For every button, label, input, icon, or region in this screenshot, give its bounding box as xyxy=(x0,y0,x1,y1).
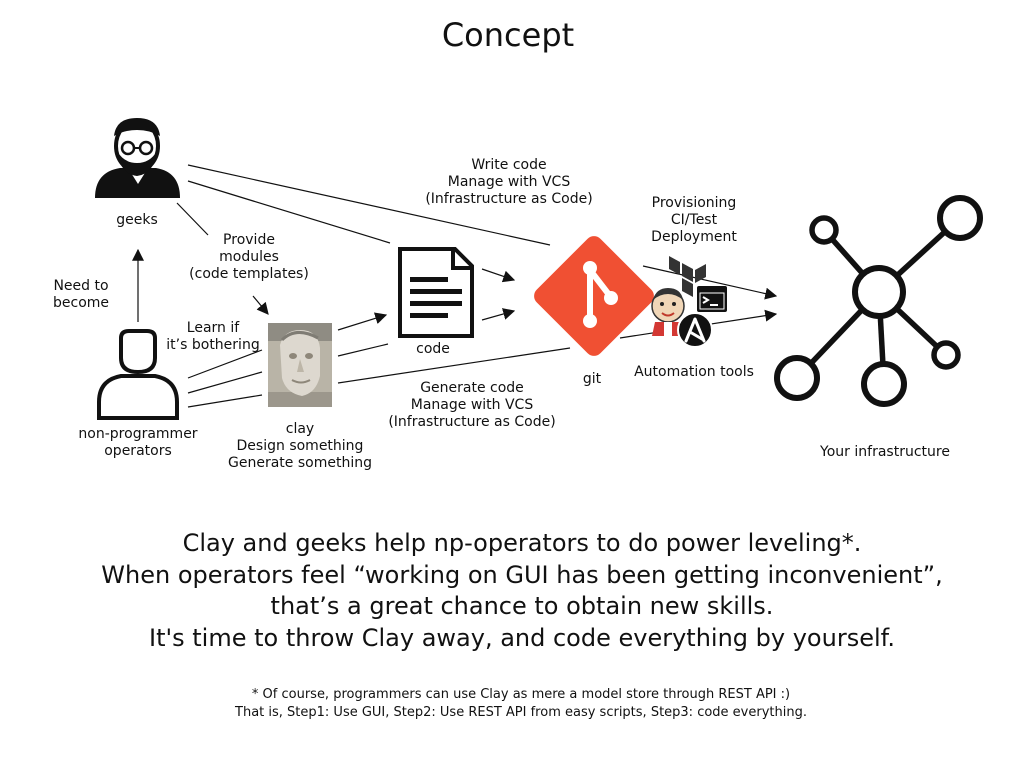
edge-write-code-label: Write code Manage with VCS (Infrastructu… xyxy=(425,157,592,208)
edge-geeks-to-clay-tail xyxy=(252,295,269,315)
write-line-3: (Infrastructure as Code) xyxy=(425,191,593,207)
node-operators-label: non-programmer operators xyxy=(78,426,197,460)
provisioning-line-3: Deployment xyxy=(651,229,737,245)
message-line-2: When operators feel “working on GUI has … xyxy=(101,560,943,589)
main-message: Clay and geeks help np-operators to do p… xyxy=(101,528,942,654)
terraform-icon xyxy=(669,256,706,297)
learn-line-1: Learn if xyxy=(186,320,240,336)
node-automation-label: Automation tools xyxy=(634,364,754,380)
operators-line-1: non-programmer xyxy=(78,426,198,442)
provisioning-line-2: CI/Test xyxy=(670,212,718,228)
generate-line-3: (Infrastructure as Code) xyxy=(388,414,556,430)
clay-line-2: Design something xyxy=(236,438,364,454)
edge-clay-to-code-1 xyxy=(337,312,388,331)
edge-generate-code-label: Generate code Manage with VCS (Infrastru… xyxy=(388,380,555,431)
operators-line-2: operators xyxy=(104,443,172,459)
provide-line-2: modules xyxy=(219,249,279,265)
edge-clay-to-code-2 xyxy=(337,343,389,357)
edge-geeks-to-git xyxy=(187,164,551,246)
edge-code-to-git-1 xyxy=(481,268,516,283)
terminal-icon xyxy=(697,286,727,312)
clay-photo xyxy=(268,323,332,407)
person-icon xyxy=(97,329,179,420)
document-icon xyxy=(398,247,474,338)
edge-need-to-become-label: Need to become xyxy=(53,278,109,312)
footnote-line-2: That is, Step1: Use GUI, Step2: Use REST… xyxy=(235,705,807,720)
edge-operators-to-clay-2 xyxy=(187,371,263,394)
generate-line-2: Manage with VCS xyxy=(410,397,534,413)
provisioning-line-1: Provisioning xyxy=(651,195,737,211)
message-line-4: It's time to throw Clay away, and code e… xyxy=(149,623,895,652)
write-line-2: Manage with VCS xyxy=(447,174,571,190)
edge-operators-to-clay-1 xyxy=(187,349,263,379)
need-line-2: become xyxy=(52,295,110,311)
edge-operators-to-git xyxy=(187,394,263,408)
edge-geeks-to-clay xyxy=(176,202,209,236)
footnote: * Of course, programmers can use Clay as… xyxy=(235,686,807,722)
node-geeks-label: geeks xyxy=(116,212,158,228)
edge-learn-if-label: Learn if it’s bothering xyxy=(166,320,259,354)
edge-clay-to-git xyxy=(337,347,571,384)
node-git-label: git xyxy=(582,371,602,387)
node-code-label: code xyxy=(416,341,450,357)
message-line-3: that’s a great chance to obtain new skil… xyxy=(270,592,774,620)
git-logo xyxy=(534,236,654,356)
edge-git-to-infra-1 xyxy=(642,265,778,300)
page-title: Concept xyxy=(441,16,575,54)
node-infrastructure-label: Your infrastructure xyxy=(820,444,950,460)
provide-line-1: Provide xyxy=(223,232,275,248)
ansible-icon xyxy=(677,312,713,348)
generate-line-1: Generate code xyxy=(420,380,524,396)
footnote-line-1: * Of course, programmers can use Clay as… xyxy=(251,687,791,702)
edge-geeks-to-code xyxy=(187,180,391,244)
edge-provide-modules-label: Provide modules (code templates) xyxy=(189,232,309,283)
need-line-1: Need to xyxy=(53,278,109,294)
write-line-1: Write code xyxy=(471,157,547,173)
learn-line-2: it’s bothering xyxy=(166,337,260,353)
node-clay-label: clay Design something Generate something xyxy=(228,421,372,472)
clay-line-3: Generate something xyxy=(228,455,372,471)
network-icon xyxy=(774,195,983,407)
message-line-1: Clay and geeks help np-operators to do p… xyxy=(182,529,862,557)
edge-code-to-git-2 xyxy=(481,308,516,321)
jenkins-icon xyxy=(651,288,685,336)
edge-provisioning-label: Provisioning CI/Test Deployment xyxy=(651,195,737,246)
clay-line-1: clay xyxy=(285,421,315,437)
geek-icon xyxy=(95,118,180,198)
provide-line-3: (code templates) xyxy=(189,266,309,282)
